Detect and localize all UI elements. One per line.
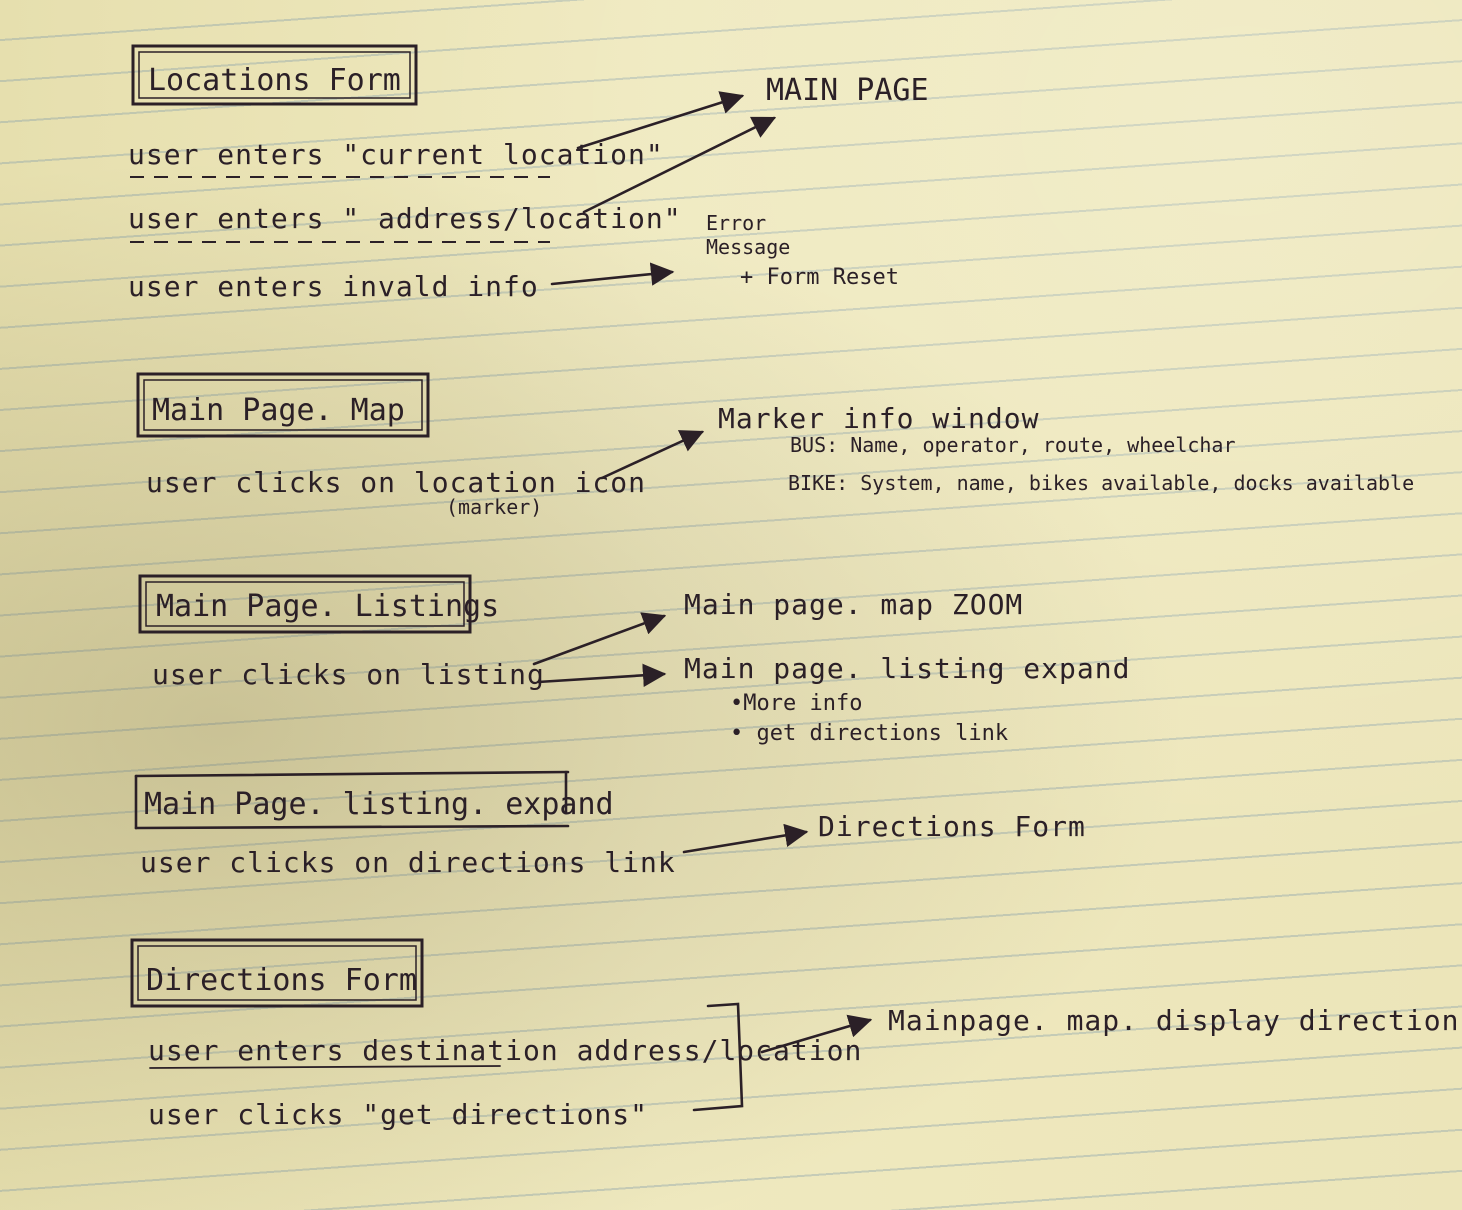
expand-directions-link: • get directions link bbox=[730, 721, 1008, 746]
map-row-marker-note: (marker) bbox=[446, 495, 542, 519]
target-listing-expand: Main page. listing expand bbox=[684, 652, 1130, 685]
marker-info-bike: BIKE: System, name, bikes available, doc… bbox=[788, 471, 1414, 495]
arrow-to-listing-expand bbox=[536, 663, 667, 688]
main-page-listing-expand-title: Main Page. listing. expand bbox=[144, 787, 614, 822]
directions-form-box bbox=[130, 938, 424, 1008]
error-target-line2: Message bbox=[706, 235, 790, 259]
arrow-to-map-zoom bbox=[532, 612, 667, 666]
directions-row-destination: user enters destination address/location bbox=[148, 1034, 862, 1067]
directions-row-get-directions: user clicks "get directions" bbox=[148, 1098, 648, 1131]
target-map-zoom: Main page. map ZOOM bbox=[684, 588, 1023, 621]
arrow-to-display-directions bbox=[760, 1014, 873, 1054]
target-directions-form: Directions Form bbox=[818, 810, 1086, 843]
expand-row-directions-link: user clicks on directions link bbox=[140, 846, 676, 879]
section-main-page-listings: Main Page. Listings user clicks on listi… bbox=[138, 574, 1130, 746]
main-page-map-title: Main Page. Map bbox=[152, 393, 405, 428]
error-target-line3: + Form Reset bbox=[740, 265, 899, 290]
section-locations-form: Locations Form user enters "current loca… bbox=[128, 44, 929, 303]
listings-row-click: user clicks on listing bbox=[152, 658, 545, 691]
locations-row-invalid: user enters invald info bbox=[128, 270, 539, 303]
arrow-to-main-page bbox=[582, 116, 777, 214]
section-directions-form: Directions Form user enters destination … bbox=[130, 938, 1462, 1131]
main-page-listings-box bbox=[138, 574, 472, 634]
marker-info-bus: BUS: Name, operator, route, wheelchar bbox=[790, 433, 1236, 457]
main-page-map-box bbox=[136, 372, 430, 438]
section-main-page-map: Main Page. Map user clicks on location i… bbox=[136, 372, 1414, 519]
arrow-to-marker-info bbox=[600, 430, 705, 480]
main-page-target: MAIN PAGE bbox=[766, 73, 929, 108]
bracket bbox=[692, 1002, 744, 1112]
directions-form-title: Directions Form bbox=[146, 963, 417, 998]
map-row-location-icon: user clicks on location icon bbox=[146, 466, 646, 499]
target-display-directions: Mainpage. map. display directions bbox=[888, 1004, 1462, 1037]
locations-row-address: user enters " address/location" bbox=[128, 202, 682, 235]
expand-more-info: •More info bbox=[730, 691, 862, 716]
arrow-to-directions-form bbox=[682, 823, 809, 854]
main-page-listings-title: Main Page. Listings bbox=[156, 589, 499, 624]
arrow-to-main-page bbox=[576, 91, 745, 150]
marker-info-window: Marker info window bbox=[718, 402, 1039, 435]
error-target-line1: Error bbox=[706, 211, 766, 235]
locations-row-current: user enters "current location" bbox=[128, 138, 664, 171]
arrow-to-error bbox=[550, 262, 675, 286]
section-main-page-listing-expand: Main Page. listing. expand user clicks o… bbox=[134, 770, 1086, 879]
locations-form-title: Locations Form bbox=[148, 63, 401, 98]
locations-form-box bbox=[131, 44, 418, 106]
